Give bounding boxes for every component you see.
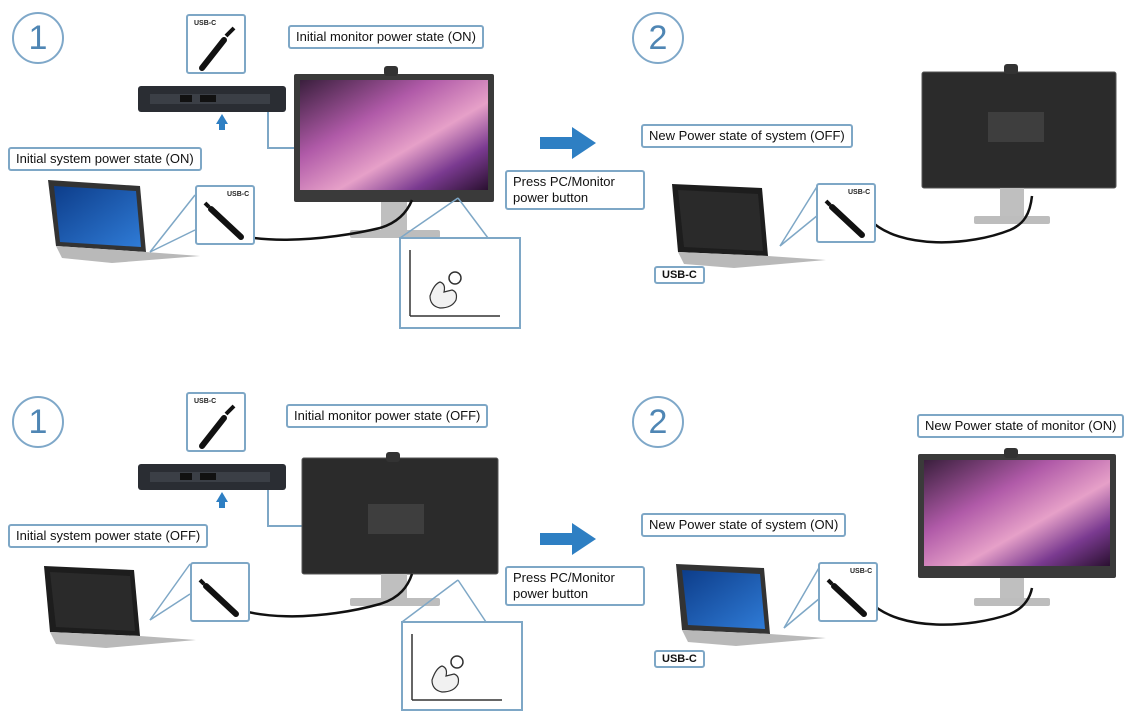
monitor-off — [301, 452, 499, 606]
panel-2-artwork — [44, 448, 1116, 711]
panel-scenario-2: 1 2 — [0, 358, 1145, 716]
usb-c-callout-cable — [190, 562, 250, 622]
usb-c-callout-dock: USB-C — [186, 14, 246, 74]
step-2-marker: 2 — [632, 12, 684, 64]
usb-c-plug-icon — [826, 578, 867, 617]
usb-c-label: USB-C — [194, 20, 217, 27]
step-1-marker: 1 — [12, 396, 64, 448]
usb-c-cable — [869, 587, 1034, 626]
panel-1-artwork — [48, 64, 1117, 329]
usb-c-label: USB-C — [194, 398, 217, 405]
usb-c-tag: USB-C — [654, 650, 705, 668]
initial-monitor-state-label: Initial monitor power state (ON) — [288, 25, 484, 49]
initial-system-state-label: Initial system power state (ON) — [8, 147, 202, 171]
usb-c-plug-icon — [203, 201, 244, 240]
usb-c-callout-dock: USB-C — [186, 392, 246, 452]
usb-c-label: USB-C — [850, 568, 873, 575]
press-power-button-label: Press PC/Monitor power button — [505, 566, 645, 606]
laptop-off — [672, 184, 826, 268]
usb-c-label: USB-C — [848, 189, 871, 196]
panel-scenario-1: 1 2 — [0, 0, 1145, 358]
callout-line — [783, 565, 821, 629]
new-monitor-state-label: New Power state of monitor (ON) — [917, 414, 1125, 438]
docking-station — [138, 86, 286, 112]
usb-c-tag: USB-C — [654, 266, 705, 284]
initial-system-state-label: Initial system power state (OFF) — [8, 524, 209, 548]
usb-c-plug-icon — [824, 199, 865, 238]
step-1-marker: 1 — [12, 12, 64, 64]
press-power-button-label: Press PC/Monitor power button — [505, 170, 645, 210]
power-button-zoom — [399, 197, 521, 329]
power-icon — [448, 271, 462, 285]
monitor-on — [918, 448, 1116, 606]
callout-line — [149, 194, 196, 253]
callout-line — [149, 563, 191, 621]
up-arrow-icon — [216, 492, 228, 508]
monitor-on — [294, 66, 494, 238]
monitor-off — [921, 64, 1117, 224]
docking-station — [138, 464, 286, 490]
power-button-zoom — [401, 579, 523, 711]
up-arrow-icon — [216, 114, 228, 130]
right-arrow-icon — [540, 127, 596, 159]
step-2-marker: 2 — [632, 396, 684, 448]
connector-line — [267, 112, 305, 149]
callout-line — [149, 229, 196, 253]
callout-line — [783, 597, 821, 629]
laptop-on — [48, 180, 200, 263]
callout-line — [149, 593, 191, 621]
usb-c-callout-new: USB-C — [816, 183, 876, 243]
new-system-state-label: New Power state of system (OFF) — [641, 124, 853, 148]
callout-line — [779, 214, 819, 247]
laptop-on — [676, 564, 826, 646]
usb-c-plug-icon — [199, 26, 236, 71]
callout-line — [779, 184, 819, 247]
usb-c-plug-icon — [198, 578, 239, 617]
finger-press-icon — [429, 281, 458, 309]
usb-c-callout-new: USB-C — [818, 562, 878, 622]
new-system-state-label: New Power state of system (ON) — [641, 513, 847, 537]
usb-c-callout-cable: USB-C — [195, 185, 255, 245]
usb-c-cable — [869, 195, 1034, 244]
right-arrow-icon — [540, 523, 596, 555]
initial-monitor-state-label: Initial monitor power state (OFF) — [286, 404, 489, 428]
power-icon — [450, 655, 464, 669]
connector-line — [267, 490, 305, 527]
finger-press-icon — [431, 665, 460, 693]
usb-c-plug-icon — [199, 404, 236, 449]
usb-c-label: USB-C — [227, 191, 250, 198]
laptop-off — [44, 566, 196, 648]
